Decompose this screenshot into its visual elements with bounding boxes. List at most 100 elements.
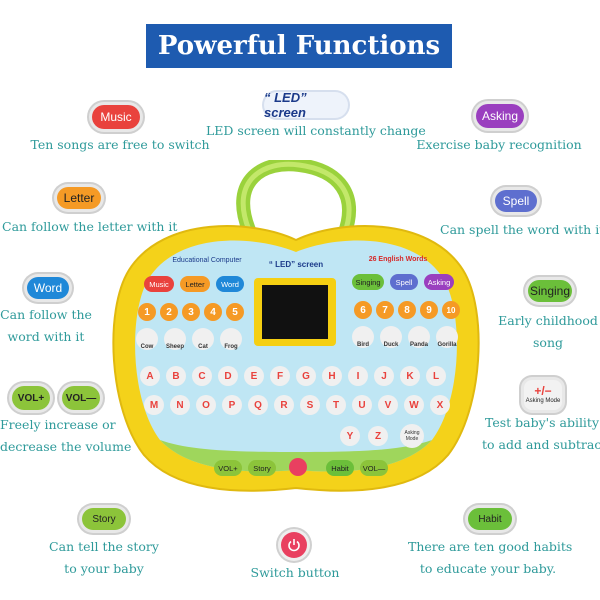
music-button: Music: [92, 105, 140, 129]
number-key: 2: [160, 303, 178, 321]
number-key: 5: [226, 303, 244, 321]
word-caption-line2: word with it: [7, 329, 85, 344]
animal-label: Sheep: [165, 344, 184, 350]
animal-key: Bird: [352, 326, 374, 348]
number-key: 3: [182, 303, 200, 321]
device-letter-button: Letter: [180, 276, 210, 292]
letter-key: J: [374, 366, 394, 386]
letter-key: Q: [248, 395, 268, 415]
asking-mode-label: Asking Mode: [525, 398, 561, 404]
letter-key: S: [300, 395, 320, 415]
device-words-badge: 26 English Words: [368, 256, 428, 263]
letter-key: F: [270, 366, 290, 386]
device-singing-button: Singing: [352, 274, 384, 290]
animal-key: Cow: [136, 328, 158, 350]
device-spell-button: Spell: [390, 274, 418, 290]
singing-button: Singing: [528, 280, 572, 302]
device-music-button: Music: [144, 276, 174, 292]
volume-caption-line1: Freely increase or: [0, 417, 116, 432]
letter-key: E: [244, 366, 264, 386]
animal-label: Cow: [140, 344, 154, 350]
device-story-button: Story: [248, 460, 276, 476]
animal-label: Panda: [409, 342, 428, 348]
story-caption-line2: to your baby: [64, 561, 144, 576]
number-key: 7: [376, 301, 394, 319]
letter-key: Y: [340, 426, 360, 446]
animal-key: Panda: [408, 326, 430, 348]
asking-caption: Exercise baby recognition: [416, 137, 582, 152]
letter-key: I: [348, 366, 368, 386]
story-caption-line1: Can tell the story: [49, 539, 159, 554]
letter-key: M: [144, 395, 164, 415]
led-screen: [254, 278, 336, 346]
letter-key: W: [404, 395, 424, 415]
word-caption-line1: Can follow the: [0, 307, 92, 322]
asking-mode-caption-line1: Test baby's ability: [484, 415, 600, 430]
device-habit-button: Habit: [326, 460, 354, 476]
letter-key: L: [426, 366, 446, 386]
number-key: 9: [420, 301, 438, 319]
page-title: Powerful Functions: [146, 24, 452, 68]
letter-key: B: [166, 366, 186, 386]
letter-key: G: [296, 366, 316, 386]
asking-button: Asking: [476, 104, 524, 128]
animal-key: Sheep: [164, 328, 186, 350]
device-power-button: [289, 458, 307, 476]
number-key: 6: [354, 301, 372, 319]
animal-label: Bird: [357, 342, 369, 348]
letter-key: N: [170, 395, 190, 415]
led-display: [262, 285, 328, 339]
letter-key: U: [352, 395, 372, 415]
letter-key: V: [378, 395, 398, 415]
letter-key: K: [400, 366, 420, 386]
animal-key: Duck: [380, 326, 402, 348]
letter-key: H: [322, 366, 342, 386]
letter-key: R: [274, 395, 294, 415]
letter-key: C: [192, 366, 212, 386]
animal-key: Gorilla: [436, 326, 458, 348]
letter-caption: Can follow the letter with it: [2, 219, 178, 234]
word-button: Word: [27, 277, 69, 299]
led-caption: LED screen will constantly change: [206, 123, 426, 138]
singing-caption-line1: Early childhood: [498, 313, 598, 328]
power-icon: [288, 539, 300, 552]
vol-plus-button: VOL+: [12, 386, 50, 410]
number-key: 8: [398, 301, 416, 319]
letter-key: O: [196, 395, 216, 415]
device-brand: Educational Computer: [172, 257, 242, 264]
music-caption: Ten songs are free to switch: [30, 137, 210, 152]
device-word-button: Word: [216, 276, 244, 292]
letter-button: Letter: [57, 187, 101, 209]
letter-key: D: [218, 366, 238, 386]
volume-caption-line2: decrease the volume: [0, 439, 132, 454]
animal-key: Cat: [192, 328, 214, 350]
led-screen-label: “ LED” screen: [264, 90, 348, 120]
asking-mode-button: +/− Asking Mode: [524, 380, 562, 410]
spell-caption: Can spell the word with it: [440, 222, 600, 237]
letter-key: Z: [368, 426, 388, 446]
educational-computer-toy: Educational Computer “ LED” screen 26 En…: [104, 160, 488, 500]
device-led-title: “ LED” screen: [268, 260, 324, 269]
animal-label: Cat: [198, 344, 208, 350]
number-key: 10: [442, 301, 460, 319]
vol-minus-button: VOL—: [62, 386, 100, 410]
device-asking-button: Asking: [424, 274, 454, 290]
animal-label: Duck: [383, 342, 399, 348]
animal-key: Frog: [220, 328, 242, 350]
power-button: [281, 532, 307, 558]
story-button: Story: [82, 508, 126, 530]
switch-caption: Switch button: [250, 565, 340, 580]
device-vol-minus-button: VOL—: [360, 460, 388, 476]
letter-key: P: [222, 395, 242, 415]
number-key: 4: [204, 303, 222, 321]
number-key: 1: [138, 303, 156, 321]
asking-mode-caption-line2: to add and subtract: [482, 437, 600, 452]
letter-key: T: [326, 395, 346, 415]
animal-label: Frog: [224, 344, 238, 350]
animal-label: Gorilla: [437, 342, 457, 348]
plus-minus-icon: +/−: [534, 384, 552, 398]
device-vol-plus-button: VOL+: [214, 460, 242, 476]
letter-key: A: [140, 366, 160, 386]
singing-caption-line2: song: [533, 335, 563, 350]
habit-button: Habit: [468, 508, 512, 530]
